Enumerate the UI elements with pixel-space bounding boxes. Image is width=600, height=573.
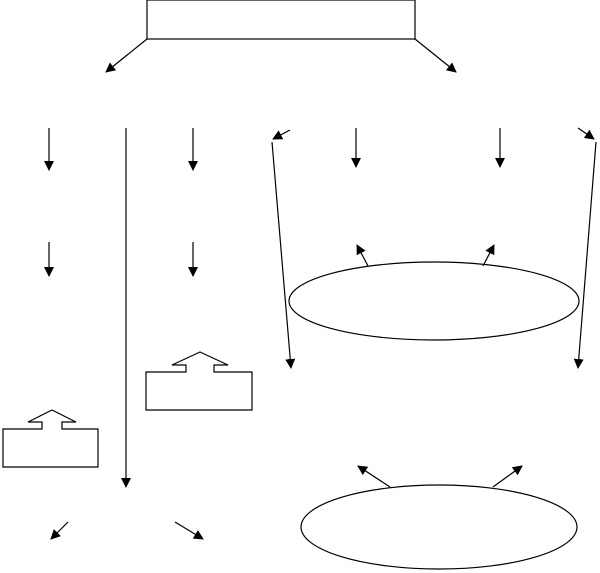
arrow-top-right [414,38,457,73]
arrow-bottom-left [50,521,69,540]
upper-ellipse [288,261,580,341]
arrow-lower-ellipse-left [357,465,391,488]
arrow-top-left [105,38,148,73]
top-box [146,0,416,40]
arrow-bottom-right [174,521,204,540]
arrow-lower-ellipse-right [492,465,523,488]
lower-ellipse [300,484,578,570]
arrow-upper-ellipse-right [482,244,495,267]
block-up-arrow-right [145,351,253,411]
arrow-small-right [577,127,595,140]
arrow-upper-ellipse-left [356,244,369,267]
arrow-small-left [272,129,291,140]
arrow-long-left-side [271,141,296,369]
arrow-long-right-side [573,141,597,369]
block-up-arrow-left [2,409,99,468]
